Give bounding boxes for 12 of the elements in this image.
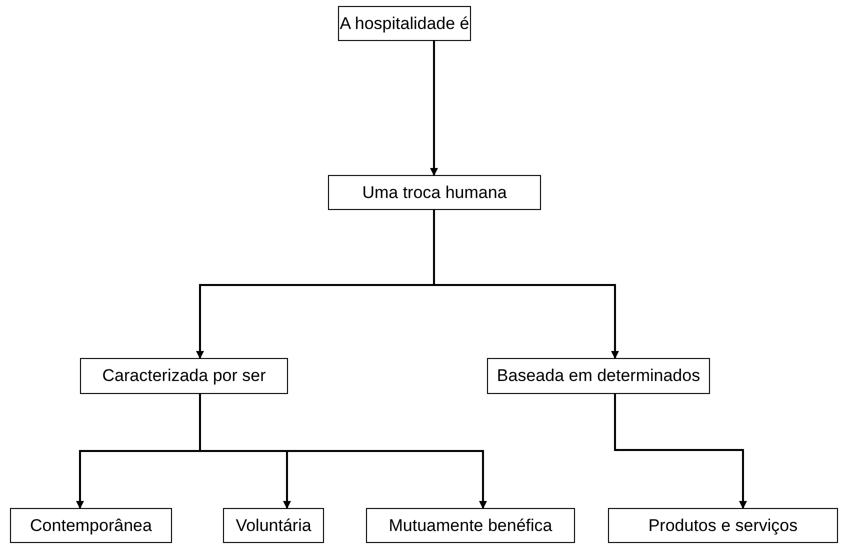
arrow (614, 394, 747, 509)
arrow (430, 41, 438, 176)
text-box: Caracterizada por ser (80, 358, 288, 394)
text-box: Voluntária (223, 508, 324, 543)
text-box: A hospitalidade é (338, 6, 471, 41)
text-box: Baseada em determinados (487, 358, 710, 394)
arrow (199, 394, 487, 509)
text-box: Contemporânea (10, 508, 172, 543)
arrow (433, 210, 619, 359)
text-box: Mutuamente benéfica (366, 508, 575, 543)
text-box: Produtos e serviços (608, 508, 838, 543)
text-box: Uma troca humana (328, 175, 541, 210)
